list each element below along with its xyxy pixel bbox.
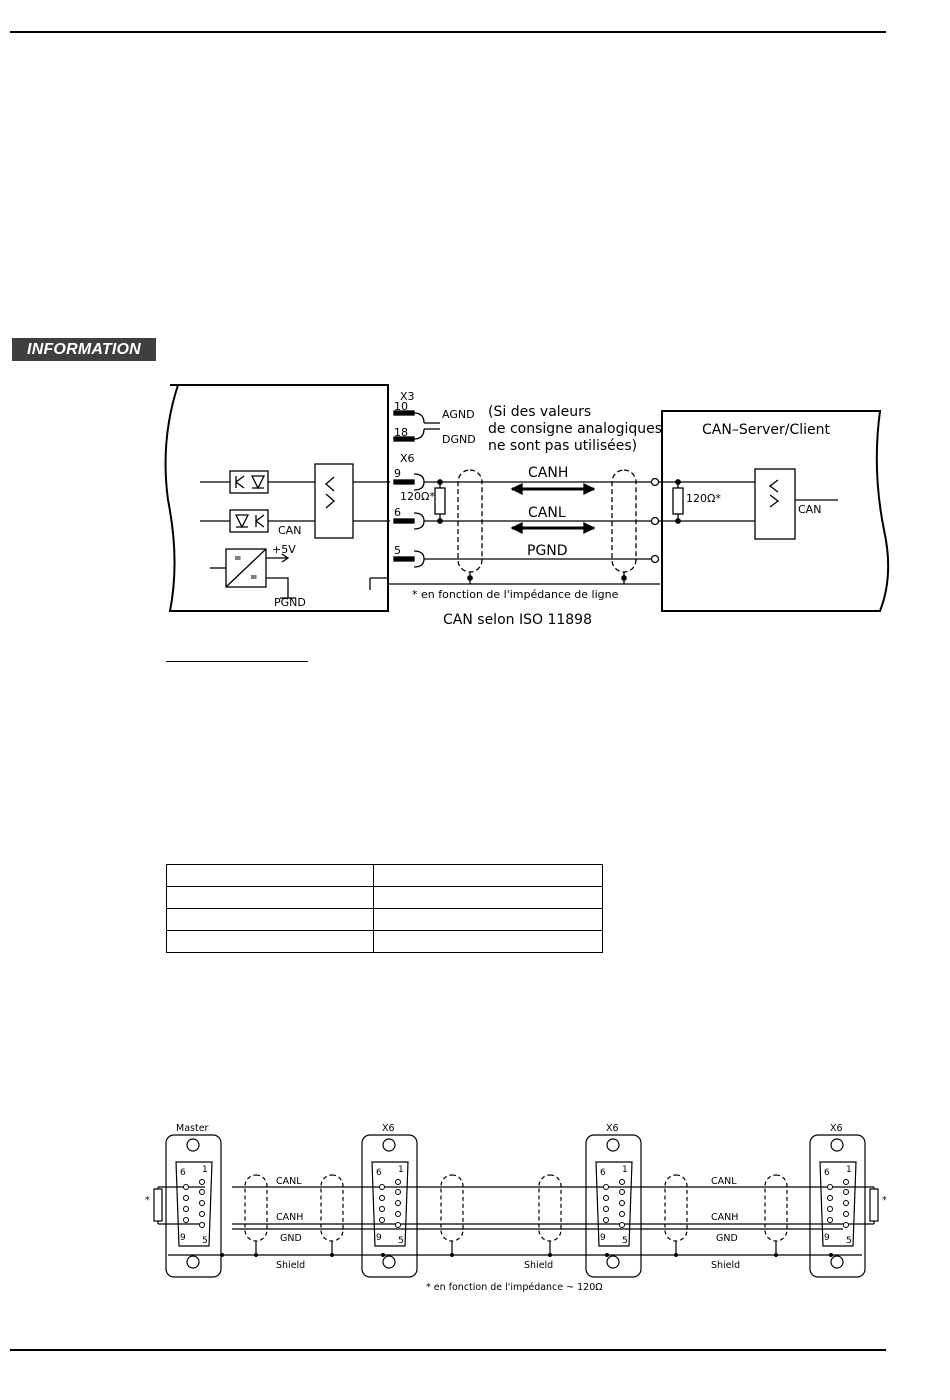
svg-text:6: 6 <box>600 1168 606 1178</box>
table-row <box>166 908 603 931</box>
line-footnote: * en fonction de l'impédance de ligne <box>412 588 619 601</box>
canh-label: CANH <box>528 465 568 481</box>
gnd-label-left: GND <box>280 1233 302 1244</box>
can-right-label: CAN <box>798 503 821 516</box>
can-caption: CAN selon ISO 11898 <box>443 612 592 628</box>
note-line-3: ne sont pas utilisées) <box>488 438 637 454</box>
dc-equal-bottom: = <box>250 573 258 583</box>
server-client-label: CAN–Server/Client <box>702 422 830 438</box>
svg-text:1: 1 <box>398 1165 404 1175</box>
svg-text:5: 5 <box>846 1236 852 1246</box>
can-left-label: CAN <box>278 524 301 537</box>
pin18-label: 18 <box>394 426 408 439</box>
x6-label-2: X6 <box>606 1123 619 1134</box>
resistor-left-label: 120Ω* <box>400 490 435 503</box>
shield-label-middle: Shield <box>524 1260 553 1271</box>
pin6-label: 6 <box>394 506 401 519</box>
separator-line <box>166 661 308 662</box>
svg-text:9: 9 <box>180 1233 186 1243</box>
canl-label: CANL <box>528 505 566 521</box>
svg-text:9: 9 <box>600 1233 606 1243</box>
svg-text:5: 5 <box>622 1236 628 1246</box>
svg-text:1: 1 <box>202 1165 208 1175</box>
x6-label-3: X6 <box>830 1123 843 1134</box>
svg-text:6: 6 <box>376 1168 382 1178</box>
svg-text:9: 9 <box>824 1233 830 1243</box>
can-bus-diagram: Master X6 X6 X6 CANL CANH GND Shield Shi… <box>145 1123 887 1293</box>
pin5-label: 5 <box>394 544 401 557</box>
svg-text:5: 5 <box>398 1236 404 1246</box>
pgnd-line-label: PGND <box>527 543 568 559</box>
bus-footnote: * en fonction de l'impédance ~ 120Ω <box>426 1282 603 1293</box>
svg-text:1: 1 <box>622 1165 628 1175</box>
pgnd-label: PGND <box>274 596 306 609</box>
note-line-1: (Si des valeurs <box>488 404 591 420</box>
star-left: * <box>145 1195 150 1206</box>
agnd-label: AGND <box>442 408 475 421</box>
top-rule <box>10 31 886 33</box>
table-row <box>166 886 603 909</box>
gnd-label-right: GND <box>716 1233 738 1244</box>
shield-label-right: Shield <box>711 1260 740 1271</box>
canl-label-left: CANL <box>276 1176 302 1187</box>
star-right: * <box>882 1195 887 1206</box>
svg-text:6: 6 <box>180 1168 186 1178</box>
bottom-rule <box>10 1349 886 1351</box>
svg-text:6: 6 <box>824 1168 830 1178</box>
x6-label: X6 <box>400 452 415 465</box>
canl-label-right: CANL <box>711 1176 737 1187</box>
svg-text:5: 5 <box>202 1236 208 1246</box>
x6-label-1: X6 <box>382 1123 395 1134</box>
information-badge: INFORMATION <box>12 338 156 361</box>
svg-text:1: 1 <box>846 1165 852 1175</box>
table-row <box>166 864 603 887</box>
table-row <box>166 930 603 953</box>
shield-label-left: Shield <box>276 1260 305 1271</box>
master-label: Master <box>176 1123 209 1134</box>
pin9-label: 9 <box>394 467 401 480</box>
can-wiring-diagram: X3 10 18 AGND DGND X6 9 6 5 120Ω* 120Ω* … <box>164 384 890 628</box>
resistor-right-label: 120Ω* <box>686 492 721 505</box>
note-line-2: de consigne analogiques <box>488 421 662 437</box>
plus5v-label: +5V <box>272 543 296 556</box>
svg-text:9: 9 <box>376 1233 382 1243</box>
x3-label: X3 <box>400 390 415 403</box>
dgnd-label: DGND <box>442 433 476 446</box>
pin10-label: 10 <box>394 400 408 413</box>
canh-label-right: CANH <box>711 1212 738 1223</box>
dc-equal-top: = <box>234 554 242 564</box>
canh-label-left: CANH <box>276 1212 303 1223</box>
data-table <box>166 864 603 953</box>
